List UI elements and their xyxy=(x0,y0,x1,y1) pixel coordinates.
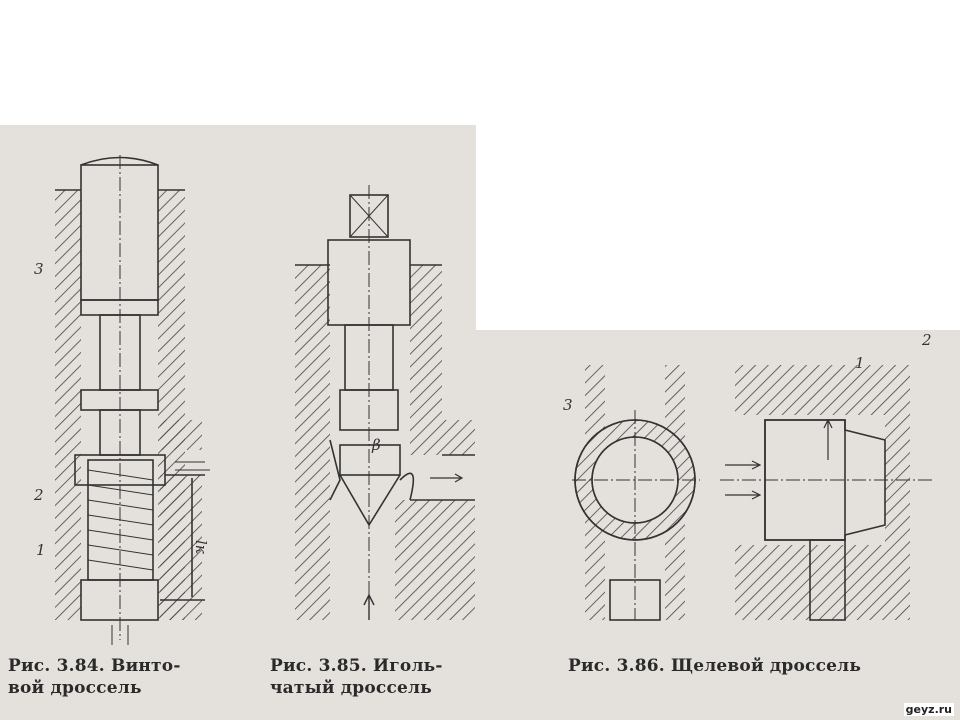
part-label-3: 3 xyxy=(563,396,573,414)
figure-3-86-slot-throttle xyxy=(572,365,935,621)
angle-label-beta: β xyxy=(371,436,381,454)
figure-3-84-screw-throttle xyxy=(55,155,210,645)
part-label-1: 1 xyxy=(855,354,865,372)
figure-caption-3-84: Рис. 3.84. Винто- вой дроссель xyxy=(8,655,181,699)
figure-caption-3-85: Рис. 3.85. Иголь- чатый дроссель xyxy=(270,655,443,699)
watermark: geyz.ru xyxy=(903,703,954,716)
part-label-1: 1 xyxy=(36,541,46,559)
part-label-3: 3 xyxy=(34,260,44,278)
caption-line: вой дроссель xyxy=(8,678,142,698)
figure-3-85-needle-throttle xyxy=(295,185,475,620)
caption-line: Рис. 3.85. Иголь- xyxy=(270,656,443,676)
length-label-lk: lк xyxy=(192,540,210,554)
figure-caption-3-86: Рис. 3.86. Щелевой дроссель xyxy=(568,655,861,677)
caption-line: Рис. 3.84. Винто- xyxy=(8,656,181,676)
part-label-2: 2 xyxy=(33,486,44,504)
caption-line: чатый дроссель xyxy=(270,678,432,698)
caption-line: Рис. 3.86. Щелевой дроссель xyxy=(568,656,862,676)
part-label-2: 2 xyxy=(921,331,932,349)
blank-area xyxy=(476,0,960,330)
